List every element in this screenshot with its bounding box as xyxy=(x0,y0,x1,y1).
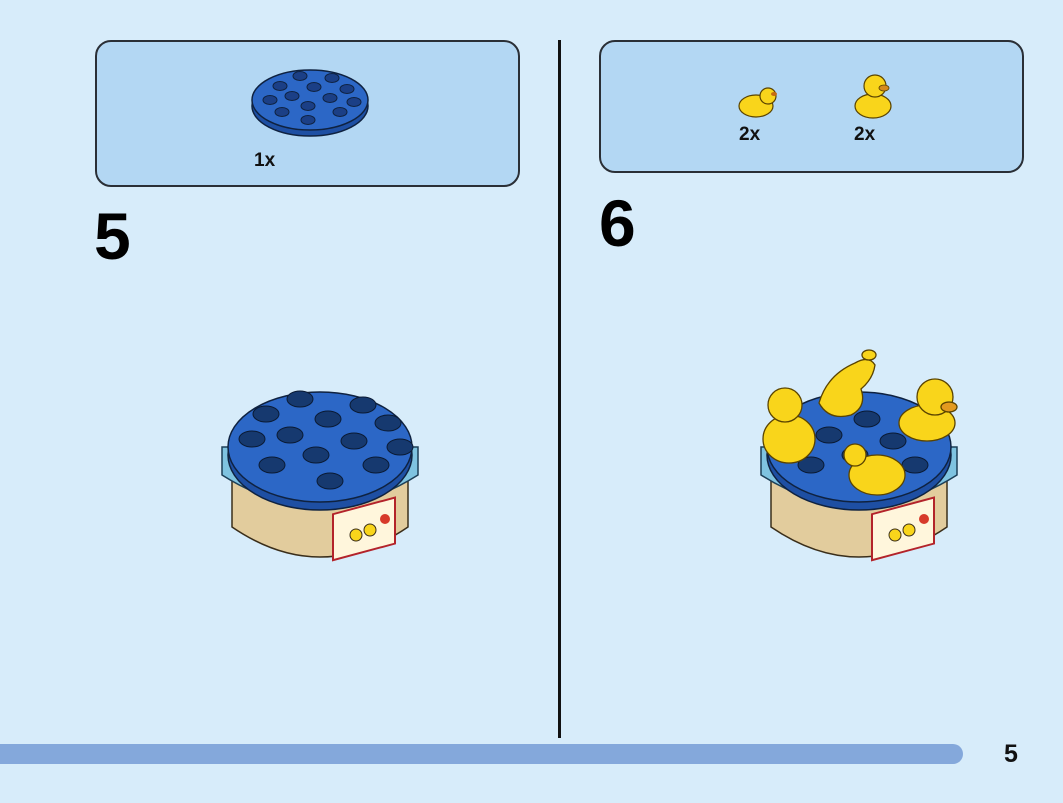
parts-callout-step-5: 1x xyxy=(95,40,520,187)
step-number: 5 xyxy=(94,199,131,273)
step-6-assembly-illustration xyxy=(760,349,958,562)
step-number: 6 xyxy=(599,186,636,260)
duckling-piece-icon xyxy=(738,87,777,118)
part-quantity: 2x xyxy=(854,124,876,145)
progress-bar xyxy=(0,744,963,764)
round-blue-plate-icon xyxy=(251,69,369,137)
part-quantity: 2x xyxy=(739,124,761,145)
step-5-assembly-illustration xyxy=(221,390,419,562)
step-divider xyxy=(558,40,561,738)
part-quantity: 1x xyxy=(254,150,276,171)
duck-piece-icon xyxy=(854,74,892,119)
page-number: 5 xyxy=(1004,740,1018,768)
parts-callout-step-6: 2x 2x xyxy=(599,40,1024,173)
